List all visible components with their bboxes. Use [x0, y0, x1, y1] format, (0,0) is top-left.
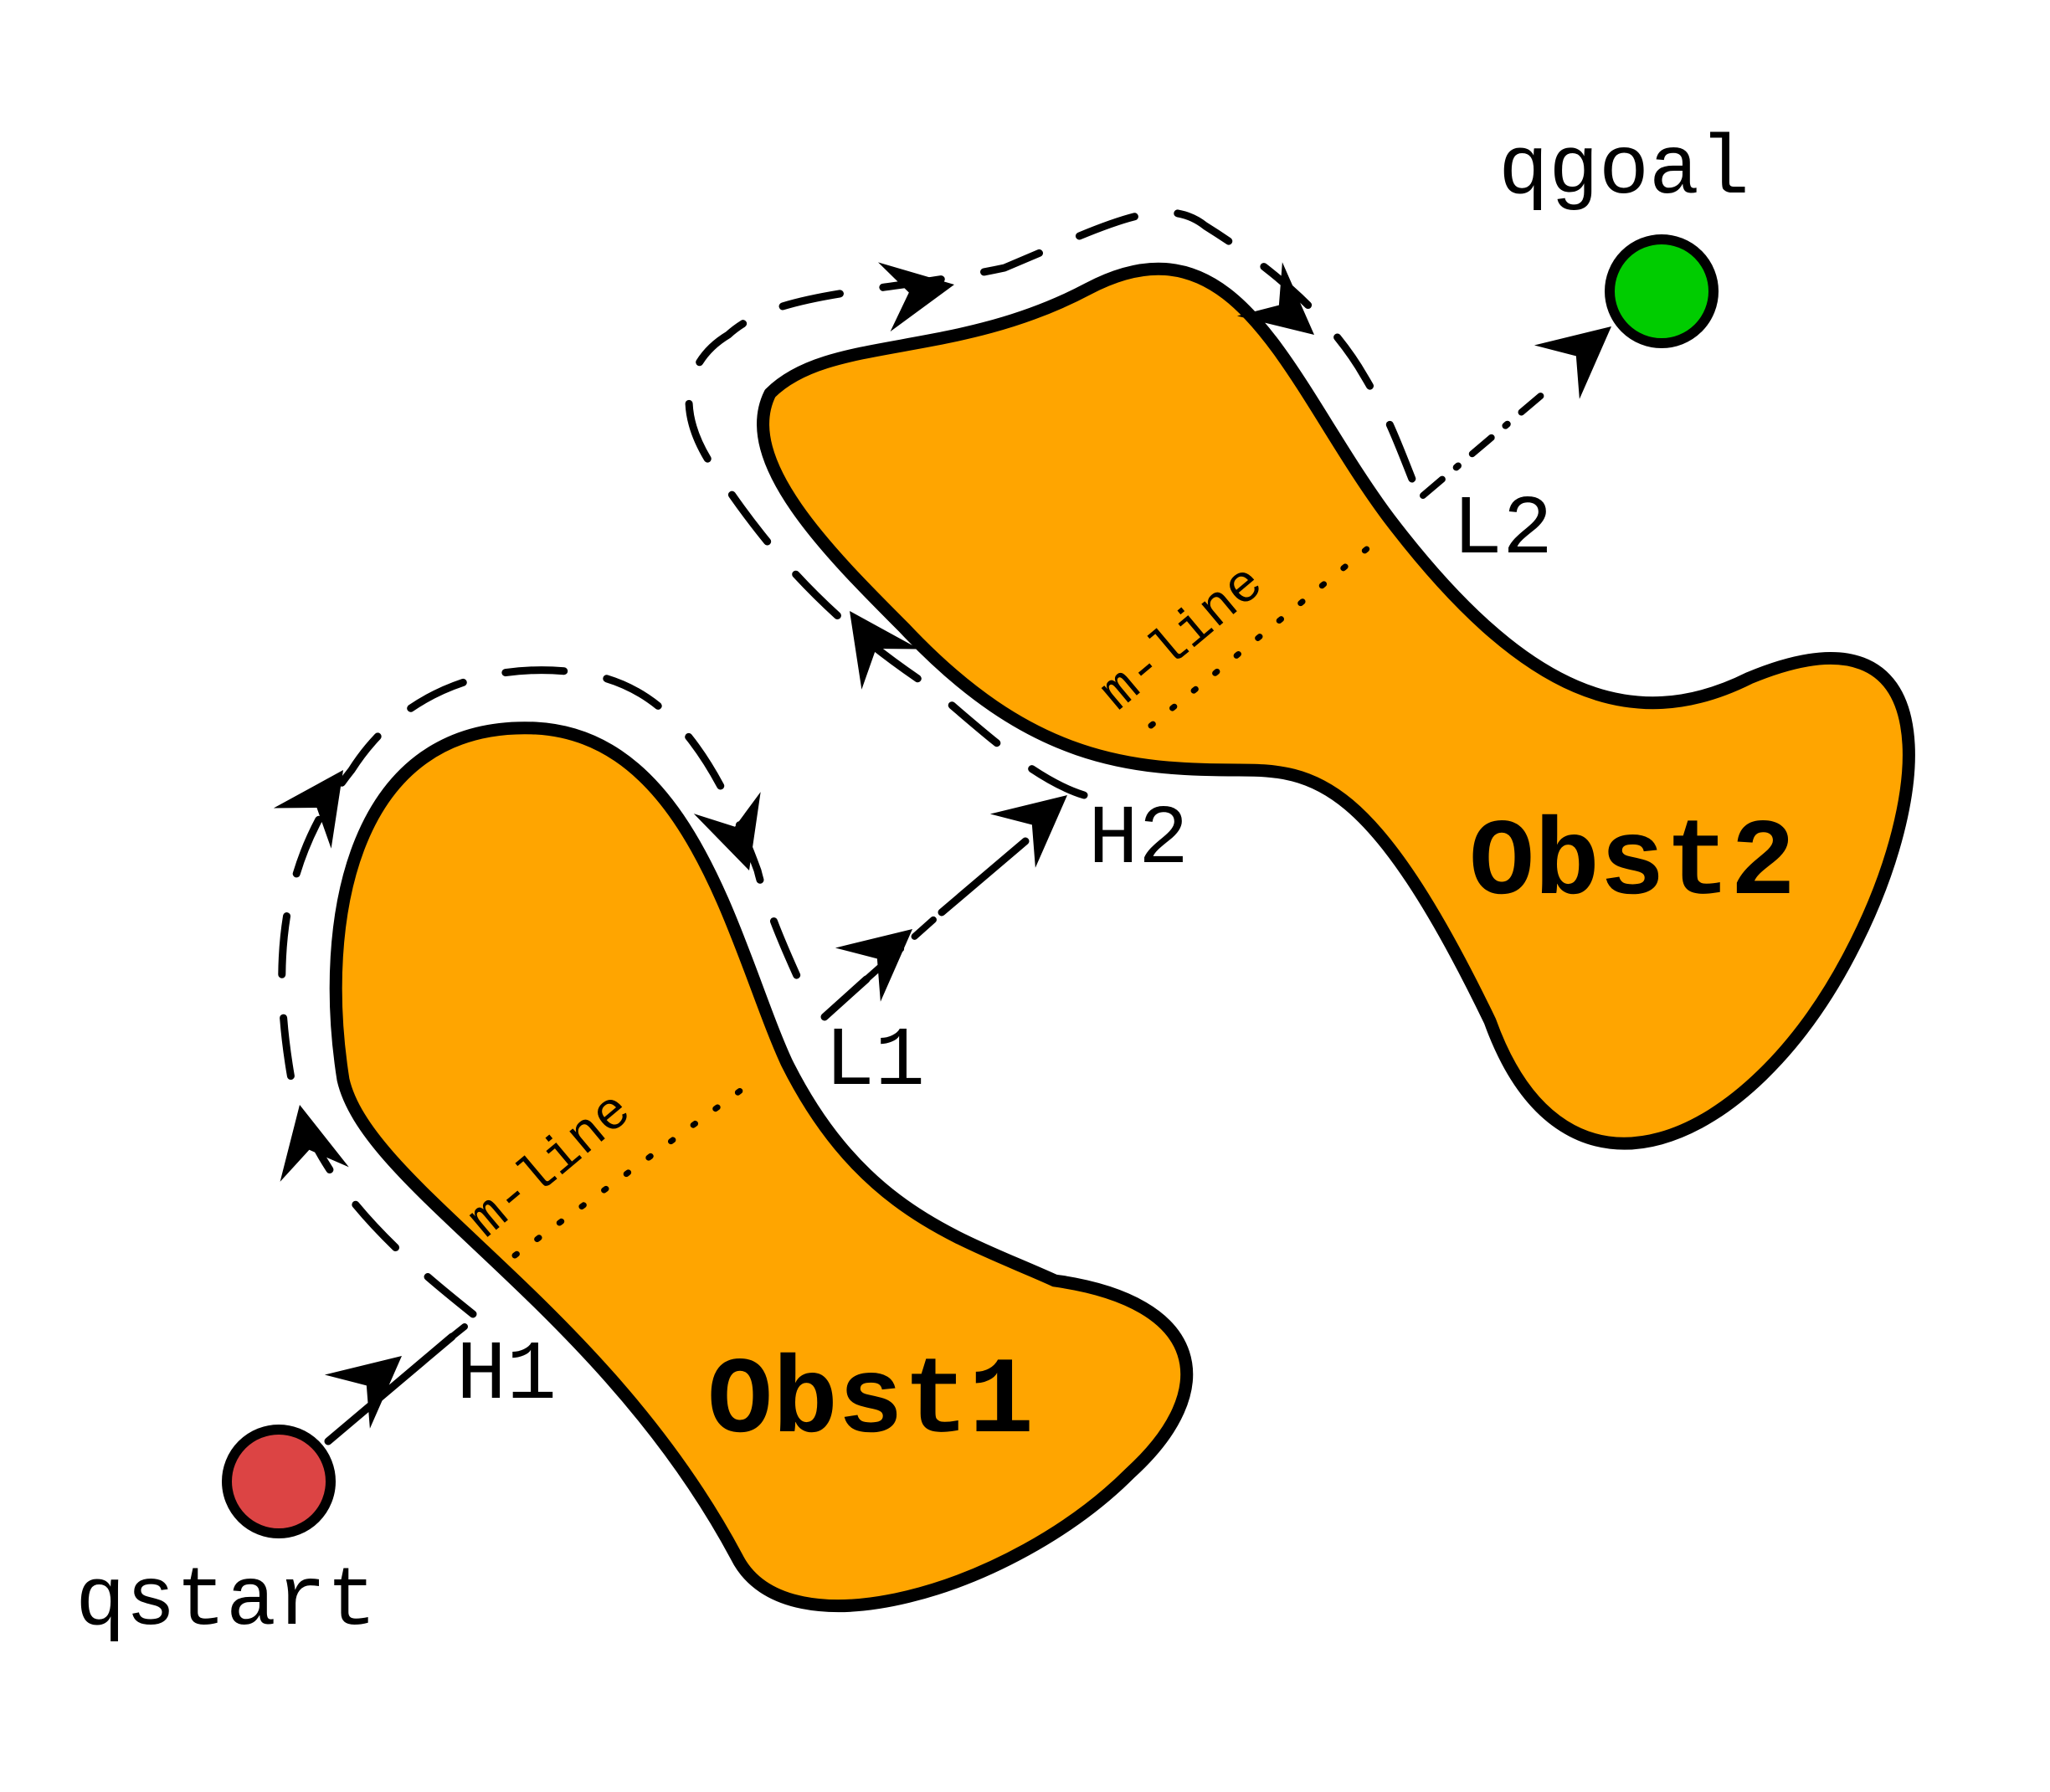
arrowhead-icon [273, 770, 343, 849]
arrowhead-icon [693, 792, 761, 870]
path-h1-tail [449, 1323, 468, 1340]
goal-node [1605, 234, 1719, 348]
start-label: qstart [75, 1555, 377, 1650]
obstacle-2-label: Obst2 [1469, 804, 1796, 927]
path-l2-to-goal [1420, 386, 1552, 499]
path-start-to-h1 [324, 1332, 456, 1445]
arrowhead-icon [280, 1105, 349, 1182]
goal-label: qgoal [1498, 124, 1749, 218]
start-node [222, 1425, 336, 1538]
path-l1-to-h2-a [820, 975, 871, 1021]
boundary-path-obstacle-2 [685, 208, 1419, 799]
arrowhead-icon [1534, 326, 1611, 399]
obstacle-1-label: Obst1 [707, 1342, 1034, 1465]
mline-segment-1 [511, 1075, 761, 1259]
leave-point-2-label: L2 [1452, 484, 1553, 578]
arrowhead-icon [989, 795, 1067, 868]
arrowhead-icon [1236, 262, 1314, 335]
arrowhead-icon [835, 929, 912, 1002]
path-l1-to-h2-c [938, 837, 1030, 917]
arrowhead-icon [324, 1356, 402, 1429]
hit-point-2-label: H2 [1088, 793, 1189, 888]
hit-point-1-label: H1 [456, 1329, 557, 1424]
mline-segment-2 [1148, 541, 1376, 729]
arrowhead-icon [850, 611, 920, 690]
obstacle-2-shape [757, 262, 1915, 1150]
obstacle-1-shape [329, 721, 1193, 1612]
leave-point-1-label: L1 [825, 1015, 925, 1110]
arrowhead-icon [877, 262, 954, 332]
